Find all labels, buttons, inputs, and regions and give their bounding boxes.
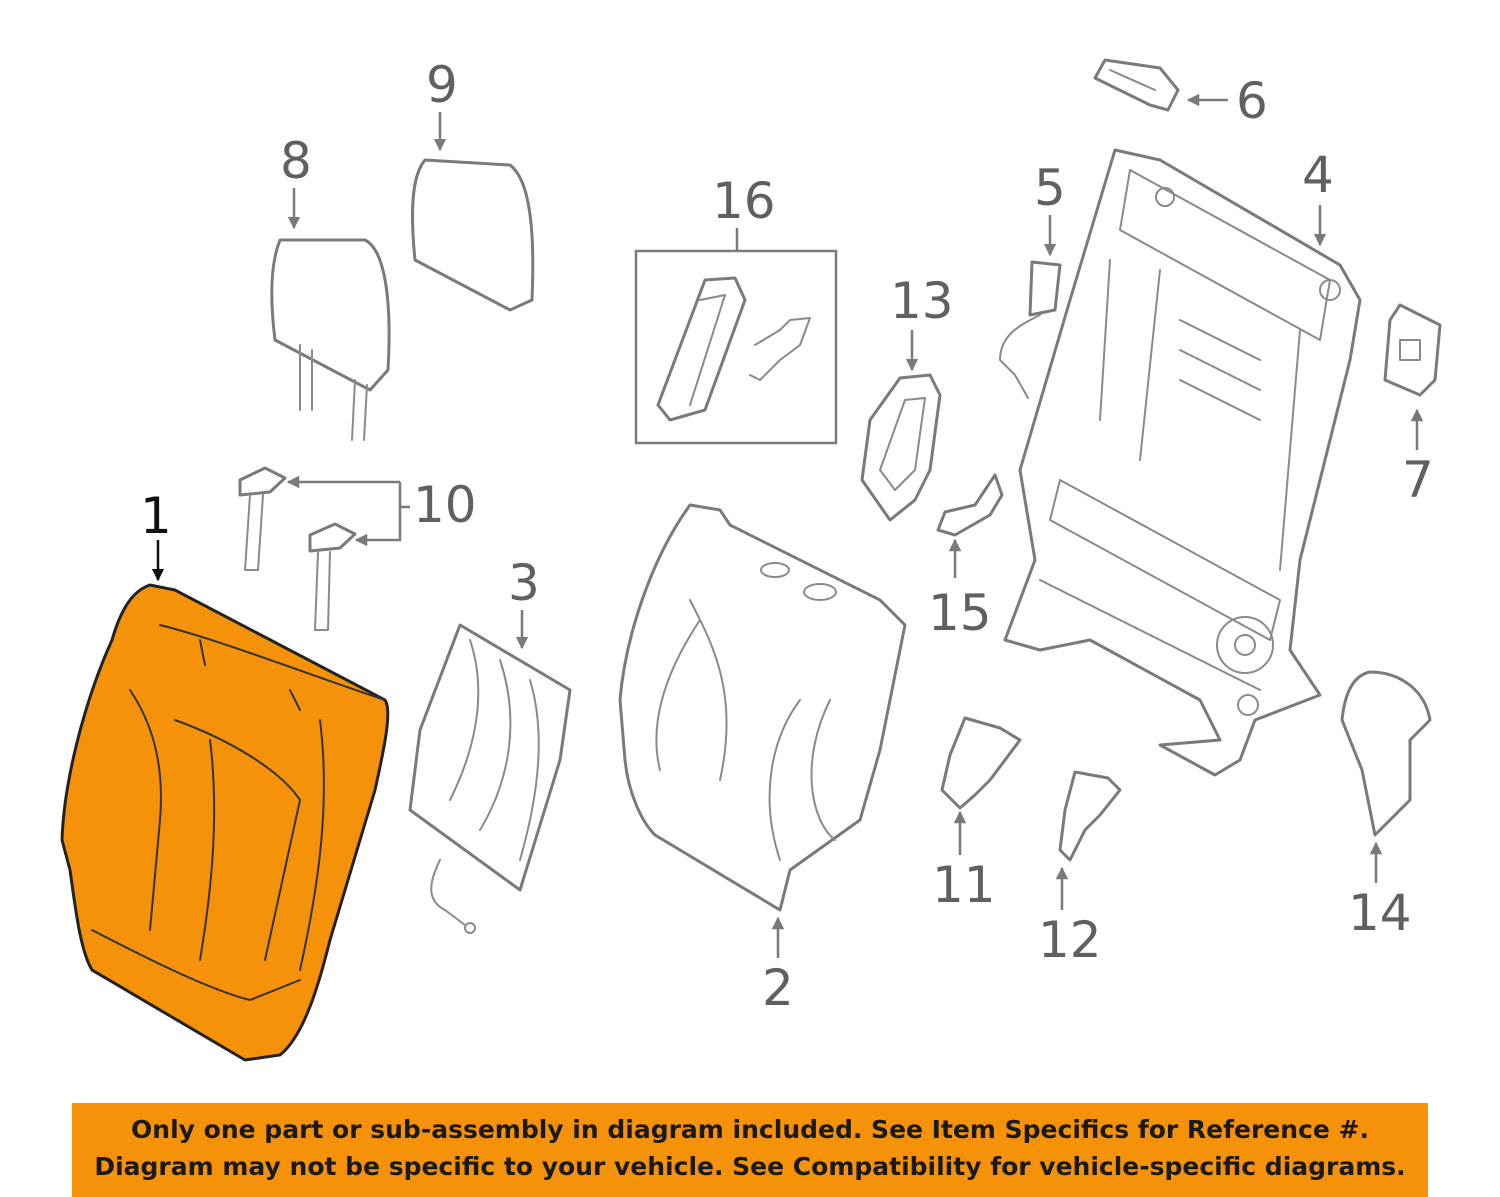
callout-3: 3 <box>508 554 540 612</box>
parts-diagram: 1 2 3 4 5 6 7 8 9 10 11 12 13 14 15 16 <box>60 56 1442 1062</box>
part-11-bracket-left <box>940 716 1022 810</box>
callout-14: 14 <box>1348 884 1412 942</box>
part-7-latch-cover <box>1383 303 1442 397</box>
callout-11: 11 <box>932 856 996 914</box>
leader-lines <box>151 93 1424 958</box>
part-14-pivot-cover <box>1340 670 1432 837</box>
part-10-headrest-guides <box>238 466 357 631</box>
callout-labels: 1 2 3 4 5 6 7 8 9 10 11 12 13 14 15 16 <box>140 56 1434 1017</box>
callout-6: 6 <box>1236 72 1268 130</box>
disclaimer-line-2: Diagram may not be specific to your vehi… <box>94 1152 1406 1181</box>
callout-10: 10 <box>413 476 477 534</box>
callout-5: 5 <box>1034 159 1066 217</box>
part-12-bracket-right <box>1058 770 1122 862</box>
part-4-seat-back-frame <box>1003 148 1362 777</box>
callout-8: 8 <box>280 132 312 190</box>
part-9-headrest-center <box>411 158 535 312</box>
callout-1: 1 <box>140 487 172 545</box>
part-6-trim-cap <box>1093 58 1180 112</box>
part-15-trim-clip <box>936 473 1004 537</box>
callout-16: 16 <box>712 172 776 230</box>
part-16-hardware-kit <box>634 249 838 445</box>
callout-4: 4 <box>1302 146 1334 204</box>
disclaimer-line-1: Only one part or sub-assembly in diagram… <box>131 1115 1369 1144</box>
callout-12: 12 <box>1038 911 1102 969</box>
part-1-seat-back-cover <box>60 583 390 1062</box>
callout-7: 7 <box>1402 451 1434 509</box>
callout-15: 15 <box>928 584 992 642</box>
callout-13: 13 <box>890 272 954 330</box>
part-8-headrest-outer <box>270 238 391 441</box>
callout-9: 9 <box>426 56 458 114</box>
callout-2: 2 <box>762 959 794 1017</box>
part-2-seat-back-pad <box>618 503 907 912</box>
part-3-heater-element <box>408 623 572 934</box>
part-5-release-cable <box>999 260 1062 399</box>
disclaimer-banner: Only one part or sub-assembly in diagram… <box>72 1103 1428 1197</box>
part-13-release-handle-bezel <box>860 373 942 522</box>
